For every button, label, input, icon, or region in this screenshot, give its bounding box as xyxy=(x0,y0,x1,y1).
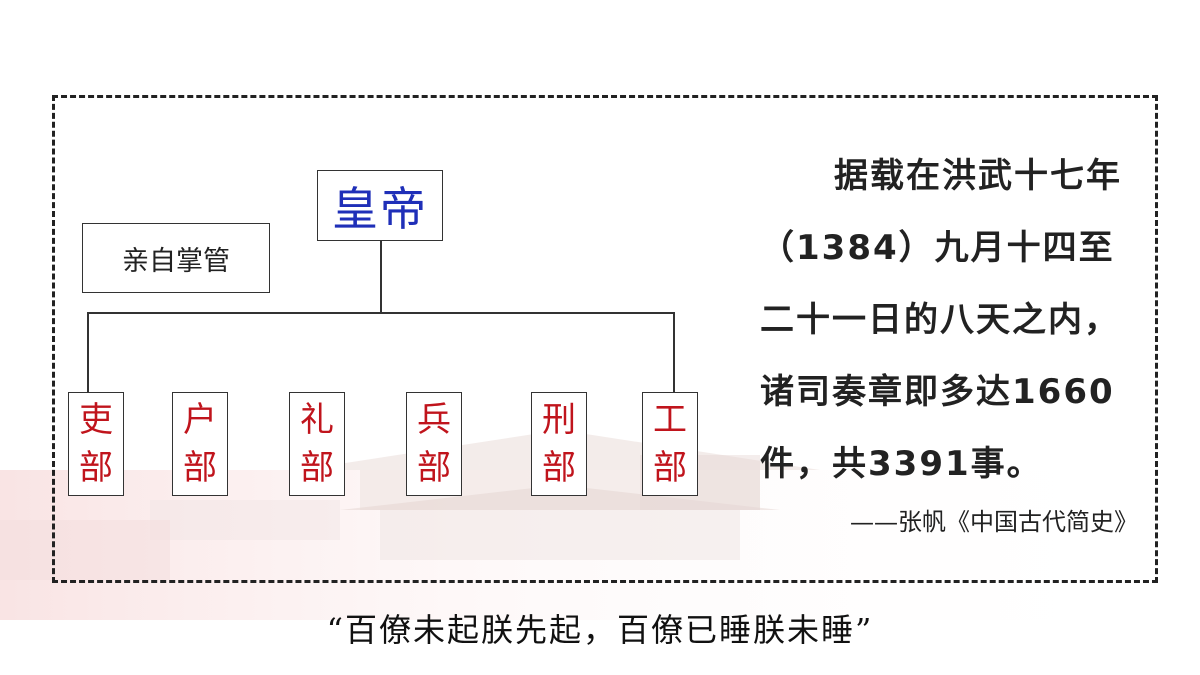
ministry-box-works: 工 部 xyxy=(642,392,698,496)
ministry-box-personnel: 吏 部 xyxy=(68,392,124,496)
ministry-name: 刑 xyxy=(542,400,576,440)
ministry-suffix: 部 xyxy=(300,448,334,488)
connector-drop-1 xyxy=(87,312,89,392)
emperor-box: 皇帝 xyxy=(317,170,443,241)
connector-drop-6 xyxy=(673,312,675,392)
ministry-suffix: 部 xyxy=(417,448,451,488)
dashed-frame xyxy=(52,95,1158,583)
ministry-box-justice: 刑 部 xyxy=(531,392,587,496)
ministry-suffix: 部 xyxy=(653,448,687,488)
ministry-name: 户 xyxy=(183,400,217,440)
self-manage-box: 亲自掌管 xyxy=(82,223,270,293)
ministry-name: 吏 xyxy=(79,400,113,440)
ministry-suffix: 部 xyxy=(79,448,113,488)
ministry-box-revenue: 户 部 xyxy=(172,392,228,496)
quote-body: 据载在洪武十七年（1384）九月十四至二十一日的八天之内，诸司奏章即多达1660… xyxy=(760,156,1122,484)
ministry-name: 工 xyxy=(653,400,687,440)
ministry-suffix: 部 xyxy=(183,448,217,488)
ministry-box-rites: 礼 部 xyxy=(289,392,345,496)
emperor-saying: “百僚未起朕先起，百僚已睡朕未睡” xyxy=(326,611,874,649)
quote-source: ——张帆《中国古代简史》 xyxy=(850,508,1138,536)
ministries-connector-horizontal xyxy=(87,312,675,314)
ministry-suffix: 部 xyxy=(542,448,576,488)
ministry-box-war: 兵 部 xyxy=(406,392,462,496)
emperor-connector-vertical xyxy=(380,241,382,313)
ministry-name: 礼 xyxy=(300,400,334,440)
historical-record-text: 据载在洪武十七年（1384）九月十四至二十一日的八天之内，诸司奏章即多达1660… xyxy=(760,140,1140,500)
ministry-name: 兵 xyxy=(417,400,451,440)
